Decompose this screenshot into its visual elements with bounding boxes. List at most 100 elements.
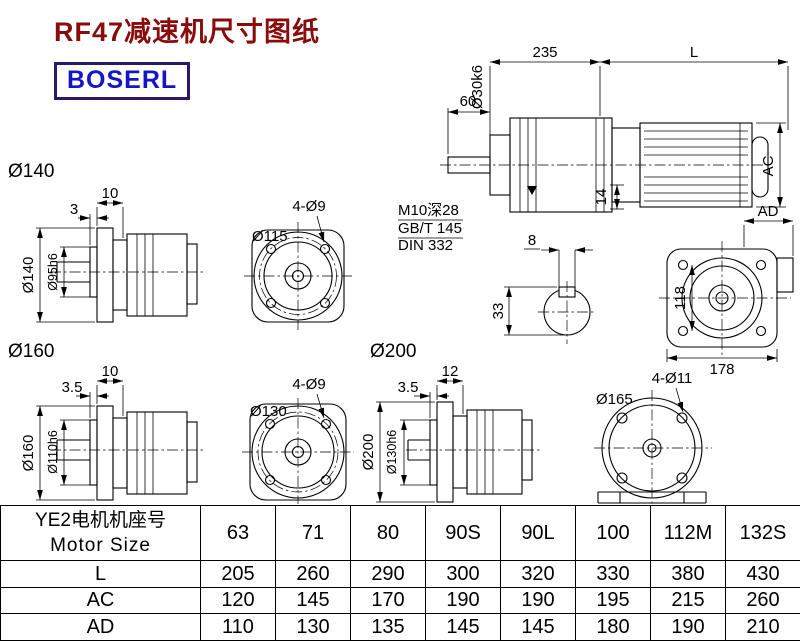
terminal-box (776, 257, 794, 293)
size-column-header: 112M (650, 504, 726, 562)
flange200-thickness-text: 12 (442, 363, 459, 380)
flange140-bolt-circle-label: Ø115 (252, 228, 288, 245)
key-height-text: 33 (490, 303, 507, 320)
dimension-value-cell: 260 (275, 560, 351, 588)
motor-rear-view: 4-Ø11 Ø165 (594, 370, 712, 504)
bolt-hole (676, 412, 688, 424)
bolt-hole (265, 243, 277, 255)
table-row-AC: AC 120 145 170 190 190 195 215 260 (0, 586, 800, 615)
motor-dimension-table: YE2电机机座号 Motor Size 63 71 80 90S 90L 100… (0, 504, 800, 641)
dimension-value-cell: 380 (650, 560, 726, 588)
motor-holes-label: 4-Ø11 (652, 370, 693, 387)
size-column-header: 132S (725, 504, 800, 562)
flange-spigot (89, 419, 98, 486)
motor-size-header-cn: YE2电机机座号 (35, 510, 166, 532)
flange-160-side-view: Ø160 10 3.5 Ø160 (8, 341, 205, 501)
oil-plug-symbol (527, 186, 537, 195)
dim-14-text: 14 (593, 189, 610, 206)
size-column-header: 80 (350, 504, 426, 562)
dimension-value-cell: 135 (350, 613, 426, 641)
bolt-hole (264, 474, 276, 486)
size-column-header: 90S (425, 504, 501, 562)
flange-plate (436, 401, 454, 503)
main-side-view: 235 L 60 Ø30k6 (398, 44, 789, 254)
dim-235-text: 235 (532, 44, 557, 61)
dimension-value-cell: 205 (200, 560, 276, 588)
flange140-thickness-text: 10 (102, 185, 119, 202)
row-label-cell: AC (0, 586, 201, 615)
flange-200-side-view: Ø200 12 3.5 Ø200 (360, 341, 540, 503)
dimension-value-cell: 145 (425, 613, 501, 641)
key-width-text: 8 (528, 232, 536, 249)
gear-housing (126, 411, 188, 495)
shaft-dia-label: Ø30k6 (469, 65, 486, 109)
dimension-value-cell: 145 (275, 586, 351, 615)
bolt-hole (264, 418, 276, 430)
dimension-value-cell: 120 (200, 586, 276, 615)
table-header-row: YE2电机机座号 Motor Size 63 71 80 90S 90L 100… (0, 504, 800, 562)
motor-size-header-en: Motor Size (50, 535, 151, 557)
size-column-header: 63 (200, 504, 276, 562)
dimension-value-cell: 190 (650, 613, 726, 641)
bolt-hole (755, 325, 767, 337)
flange-plate (96, 227, 114, 323)
flange160-label: Ø160 (8, 341, 54, 362)
bolt-hole (265, 297, 277, 309)
flange-160-front-view: 4-Ø9 Ø130 (242, 376, 354, 504)
bolt-hole (677, 259, 689, 271)
flange160-holes-label: 4-Ø9 (292, 376, 325, 393)
dimension-value-cell: 190 (425, 586, 501, 615)
page-title: RF47减速机尺寸图纸 (54, 17, 321, 47)
dimension-value-cell: 145 (500, 613, 576, 641)
dimension-value-cell: 260 (725, 586, 800, 615)
gear-housing (126, 233, 188, 317)
flange160-spigot-depth-text: 3.5 (62, 379, 83, 396)
dimension-value-cell: 195 (575, 586, 651, 615)
ad-dim-text: AD (758, 203, 779, 220)
table-row-AD: AD 110 130 135 145 145 180 190 210 (0, 613, 800, 641)
logo-text: BOSERL (67, 66, 178, 94)
bolt-hole (320, 418, 332, 430)
gear-housing (466, 409, 523, 495)
standard-note-1: GB/T 145 (398, 220, 462, 237)
row-label-cell: AD (0, 613, 201, 641)
flange200-dia-text: Ø200 (360, 434, 377, 471)
flange160-spigot-dia-text: Ø110h6 (46, 430, 60, 474)
table-row-L: L 205 260 290 300 320 330 380 430 (0, 560, 800, 588)
dimension-value-cell: 170 (350, 586, 426, 615)
flange-140-front-view: 4-Ø9 Ø115 (244, 198, 352, 330)
bolt-hole (616, 472, 628, 484)
dimension-value-cell: 110 (200, 613, 276, 641)
flange140-label: Ø140 (8, 161, 54, 182)
flange140-spigot-dia-text: Ø95h6 (46, 253, 60, 291)
rear-height-text: 118 (672, 286, 689, 310)
ac-dim-text: AC (760, 155, 777, 176)
standard-note-2: DIN 332 (398, 237, 453, 254)
size-column-header: 71 (275, 504, 351, 562)
dimension-table-wrap: YE2电机机座号 Motor Size 63 71 80 90S 90L 100… (0, 504, 800, 641)
dimension-value-cell: 190 (500, 586, 576, 615)
dimension-value-cell: 330 (575, 560, 651, 588)
flange-140-side-view: Ø140 10 3 Ø140 (8, 161, 205, 323)
row-label-cell: L (0, 560, 201, 588)
dimension-value-cell: 300 (425, 560, 501, 588)
bolt-hole (319, 243, 331, 255)
motor-size-header-cell: YE2电机机座号 Motor Size (0, 504, 201, 562)
flange160-dia-text: Ø160 (20, 435, 37, 472)
bolt-hole (319, 297, 331, 309)
boserl-logo: BOSERL (54, 62, 191, 100)
flange-plate (96, 405, 114, 501)
flange160-bolt-circle-label: Ø130 (250, 403, 287, 420)
dimension-value-cell: 210 (725, 613, 800, 641)
dim-L-text: L (690, 44, 698, 61)
flange-spigot (429, 419, 438, 486)
flange140-holes-label: 4-Ø9 (292, 198, 325, 215)
flange160-thickness-text: 10 (102, 363, 119, 380)
fan-cover (751, 136, 769, 198)
tapped-hole-note: M10深28 (398, 202, 459, 219)
size-column-header: 90L (500, 504, 576, 562)
flange200-spigot-dia-text: Ø130h6 (385, 430, 399, 475)
rear-width-text: 178 (709, 361, 734, 378)
shaft-end-view: 8 33 (490, 232, 596, 344)
